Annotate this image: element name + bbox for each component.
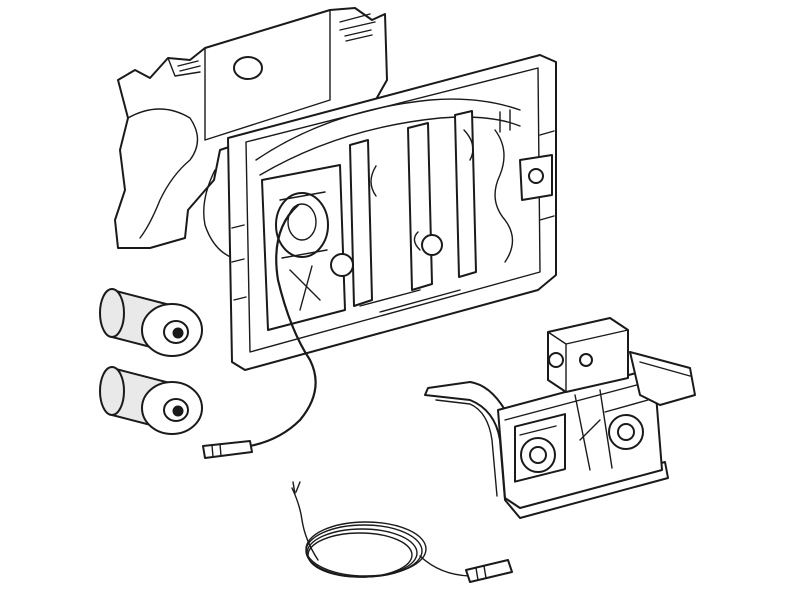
- connection-cable: [291, 481, 513, 583]
- cable-plug: [202, 440, 253, 459]
- bracket-hole: [233, 56, 263, 80]
- cable-plug: [465, 559, 513, 583]
- mounting-frame: [227, 54, 557, 371]
- battery: [99, 288, 203, 357]
- frame-cable: [202, 203, 317, 459]
- mounting-bracket: [114, 7, 388, 261]
- control-module: [424, 317, 696, 519]
- battery: [99, 366, 203, 435]
